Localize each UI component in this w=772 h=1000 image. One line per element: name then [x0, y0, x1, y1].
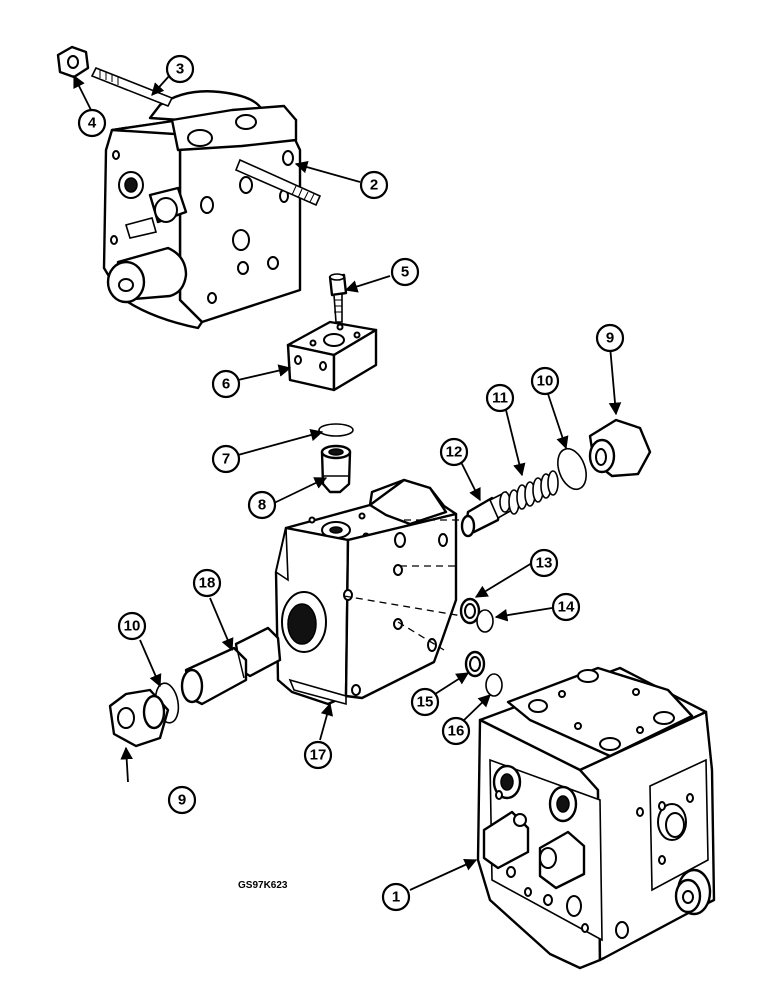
- callout-15-label: 15: [417, 694, 434, 711]
- alignment-lines: [343, 519, 475, 651]
- main-valve-housing-1: [476, 666, 716, 970]
- callout-1: 1: [381, 882, 411, 912]
- callout-17-label: 17: [310, 747, 327, 764]
- callout-4-label: 4: [88, 115, 97, 132]
- callout-10-upper-label: 10: [537, 373, 554, 390]
- callout-11-label: 11: [492, 390, 508, 407]
- callout-9-lower: 9: [167, 785, 197, 815]
- drawing-code: GS97K623: [238, 880, 288, 891]
- callout-7: 7: [211, 444, 241, 474]
- callout-11: 11: [485, 383, 515, 413]
- spool-12: [460, 490, 513, 538]
- callout-18-label: 18: [199, 575, 216, 592]
- o-ring-14: [476, 609, 494, 633]
- callout-14-label: 14: [558, 599, 575, 616]
- callout-8-label: 8: [258, 497, 266, 514]
- callout-18: 18: [192, 568, 222, 598]
- callout-2: 2: [359, 170, 389, 200]
- callout-12-label: 12: [446, 444, 463, 461]
- callout-1-label: 1: [392, 889, 400, 906]
- stud-3: [90, 66, 322, 207]
- callout-10-lower: 10: [117, 611, 147, 641]
- plug-9-upper: [588, 418, 652, 478]
- callout-12: 12: [439, 437, 469, 467]
- top-cover-body: [102, 90, 302, 330]
- block-6: [286, 320, 378, 392]
- callout-15: 15: [410, 687, 440, 717]
- piston-18: [180, 626, 282, 706]
- callout-9-lower-label: 9: [178, 792, 186, 809]
- o-ring-10-upper: [557, 447, 587, 491]
- plug-9-lower: [108, 688, 170, 748]
- callout-5: 5: [390, 257, 420, 287]
- callout-9-upper: 9: [595, 323, 625, 353]
- valve-body-17: [274, 478, 458, 706]
- callout-6-label: 6: [222, 376, 230, 393]
- spring-11: [508, 470, 559, 515]
- nut-4: [56, 45, 90, 79]
- callout-17: 17: [303, 740, 333, 770]
- callout-4: 4: [77, 108, 107, 138]
- callout-13-label: 13: [536, 555, 553, 572]
- insert-8: [320, 444, 352, 494]
- callout-10-lower-label: 10: [124, 618, 141, 635]
- callout-9-upper-label: 9: [606, 330, 614, 347]
- o-ring-16: [485, 673, 503, 697]
- o-ring-7: [318, 423, 354, 437]
- callout-16: 16: [441, 716, 471, 746]
- callout-8: 8: [247, 490, 277, 520]
- callout-5-label: 5: [401, 264, 409, 281]
- callout-7-label: 7: [222, 451, 230, 468]
- callout-6: 6: [211, 369, 241, 399]
- callout-16-label: 16: [448, 723, 465, 740]
- leader-lines: [73, 74, 622, 891]
- callout-14: 14: [551, 592, 581, 622]
- callout-3-label: 3: [176, 61, 184, 78]
- callout-13: 13: [529, 548, 559, 578]
- callout-3: 3: [165, 54, 195, 84]
- cap-screw-5: [328, 273, 348, 323]
- callout-2-label: 2: [370, 177, 378, 194]
- callout-10-upper: 10: [530, 366, 560, 396]
